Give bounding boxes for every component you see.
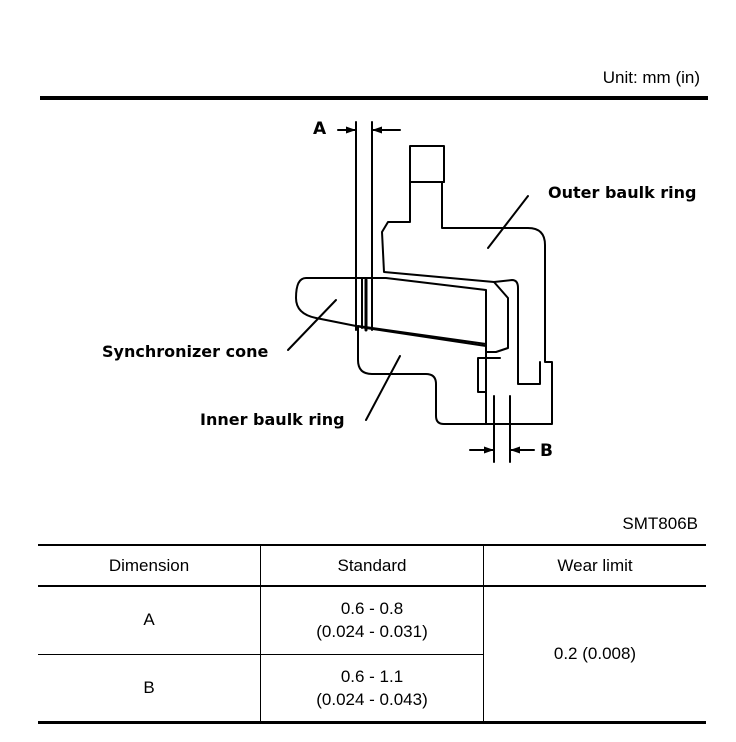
header-wear-limit: Wear limit (483, 545, 706, 586)
spec-table: Dimension Standard Wear limit A 0.6 - 0.… (38, 544, 706, 724)
dimension-a-marker (337, 121, 401, 331)
standard-mm: 0.6 - 0.8 (340, 599, 404, 619)
standard-in: (0.024 - 0.043) (316, 689, 428, 709)
dimension-cell: B (38, 654, 261, 722)
dimension-b-label: B (540, 441, 553, 461)
unit-label: Unit: mm (in) (602, 68, 700, 87)
dimension-a-label: A (313, 119, 327, 139)
cone-leader (287, 299, 337, 351)
dimension-b-marker (469, 395, 535, 463)
table-row: B 0.6 - 1.1 (0.024 - 0.043) (38, 654, 706, 722)
figure-id: SMT806B (622, 514, 698, 533)
synchronizer-cone-label: Synchronizer cone (102, 342, 268, 361)
dimension-cell: A (38, 586, 261, 655)
baulk-ring-diagram: A B Outer baulk ring Synchronizer cone I… (102, 119, 697, 463)
outer-baulk-ring-label: Outer baulk ring (548, 183, 697, 202)
outer-ring-leader (487, 195, 529, 249)
outer-ring-inner-contour (493, 279, 541, 385)
top-rule (40, 96, 708, 100)
header-standard: Standard (260, 545, 484, 586)
inner-ring-leader (365, 355, 401, 421)
standard-cell: 0.6 - 1.1 (0.024 - 0.043) (260, 654, 484, 722)
table-row: A 0.6 - 0.8 (0.024 - 0.031) 0.2 (0.008) (38, 586, 706, 722)
inner-baulk-ring (357, 325, 487, 425)
table-header-row: Dimension Standard Wear limit (38, 545, 706, 586)
inner-baulk-ring-label: Inner baulk ring (200, 410, 345, 429)
standard-cell: 0.6 - 0.8 (0.024 - 0.031) (260, 586, 484, 655)
standard-mm: 0.6 - 1.1 (340, 666, 404, 686)
standard-in: (0.024 - 0.031) (316, 622, 428, 642)
outer-baulk-ring (381, 145, 553, 425)
header-dimension: Dimension (38, 545, 261, 586)
wear-limit-cell: 0.2 (0.008) (483, 586, 706, 722)
